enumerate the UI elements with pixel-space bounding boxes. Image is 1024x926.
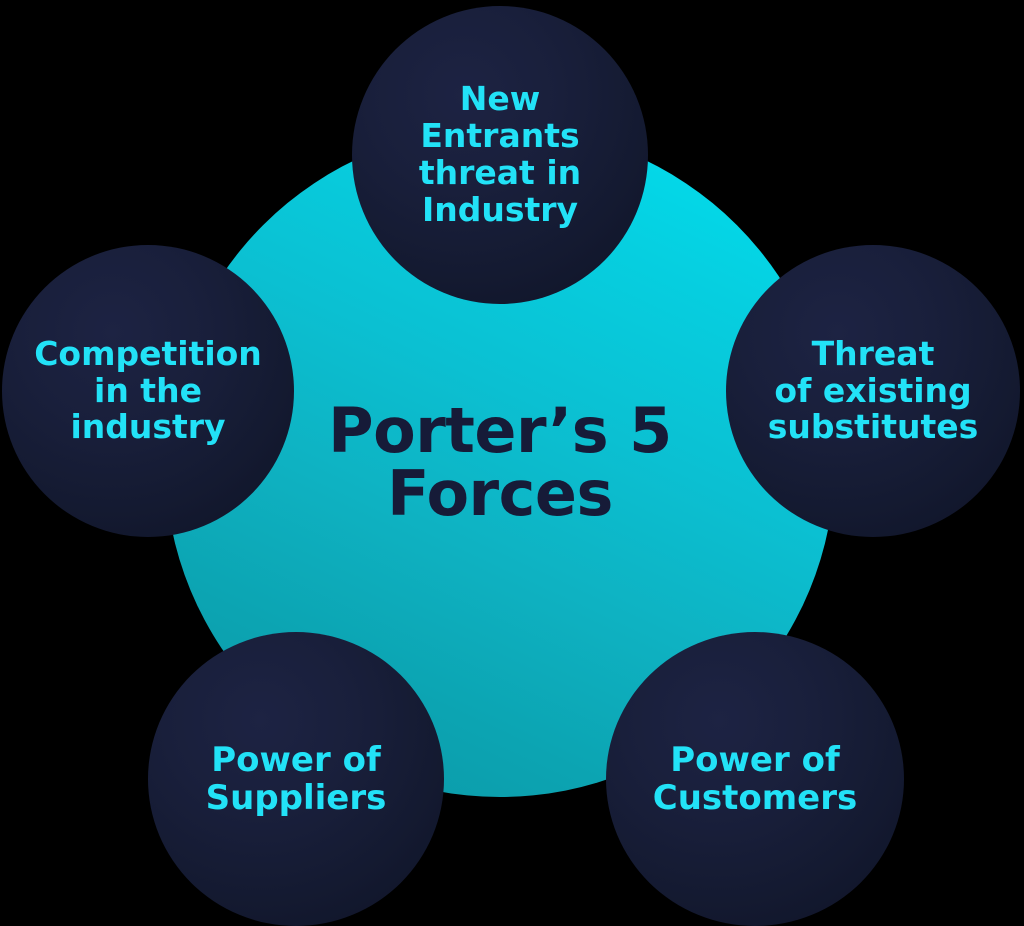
force-circle-competition[interactable]: Competition in the industry: [2, 245, 294, 537]
force-label-competition: Competition in the industry: [34, 333, 262, 447]
force-label-suppliers: Power of Suppliers: [205, 739, 387, 818]
force-circle-new-entrants[interactable]: New Entrants threat in Industry: [352, 6, 648, 304]
force-label-customers: Power of Customers: [652, 739, 858, 818]
force-label-substitutes: Threat of existing substitutes: [767, 333, 979, 447]
force-circle-customers[interactable]: Power of Customers: [606, 632, 904, 926]
force-circle-substitutes[interactable]: Threat of existing substitutes: [726, 245, 1020, 537]
page-title: Porter’s 5 Forces: [328, 393, 672, 530]
force-label-new-entrants: New Entrants threat in Industry: [418, 79, 582, 229]
force-circle-suppliers[interactable]: Power of Suppliers: [148, 632, 444, 926]
